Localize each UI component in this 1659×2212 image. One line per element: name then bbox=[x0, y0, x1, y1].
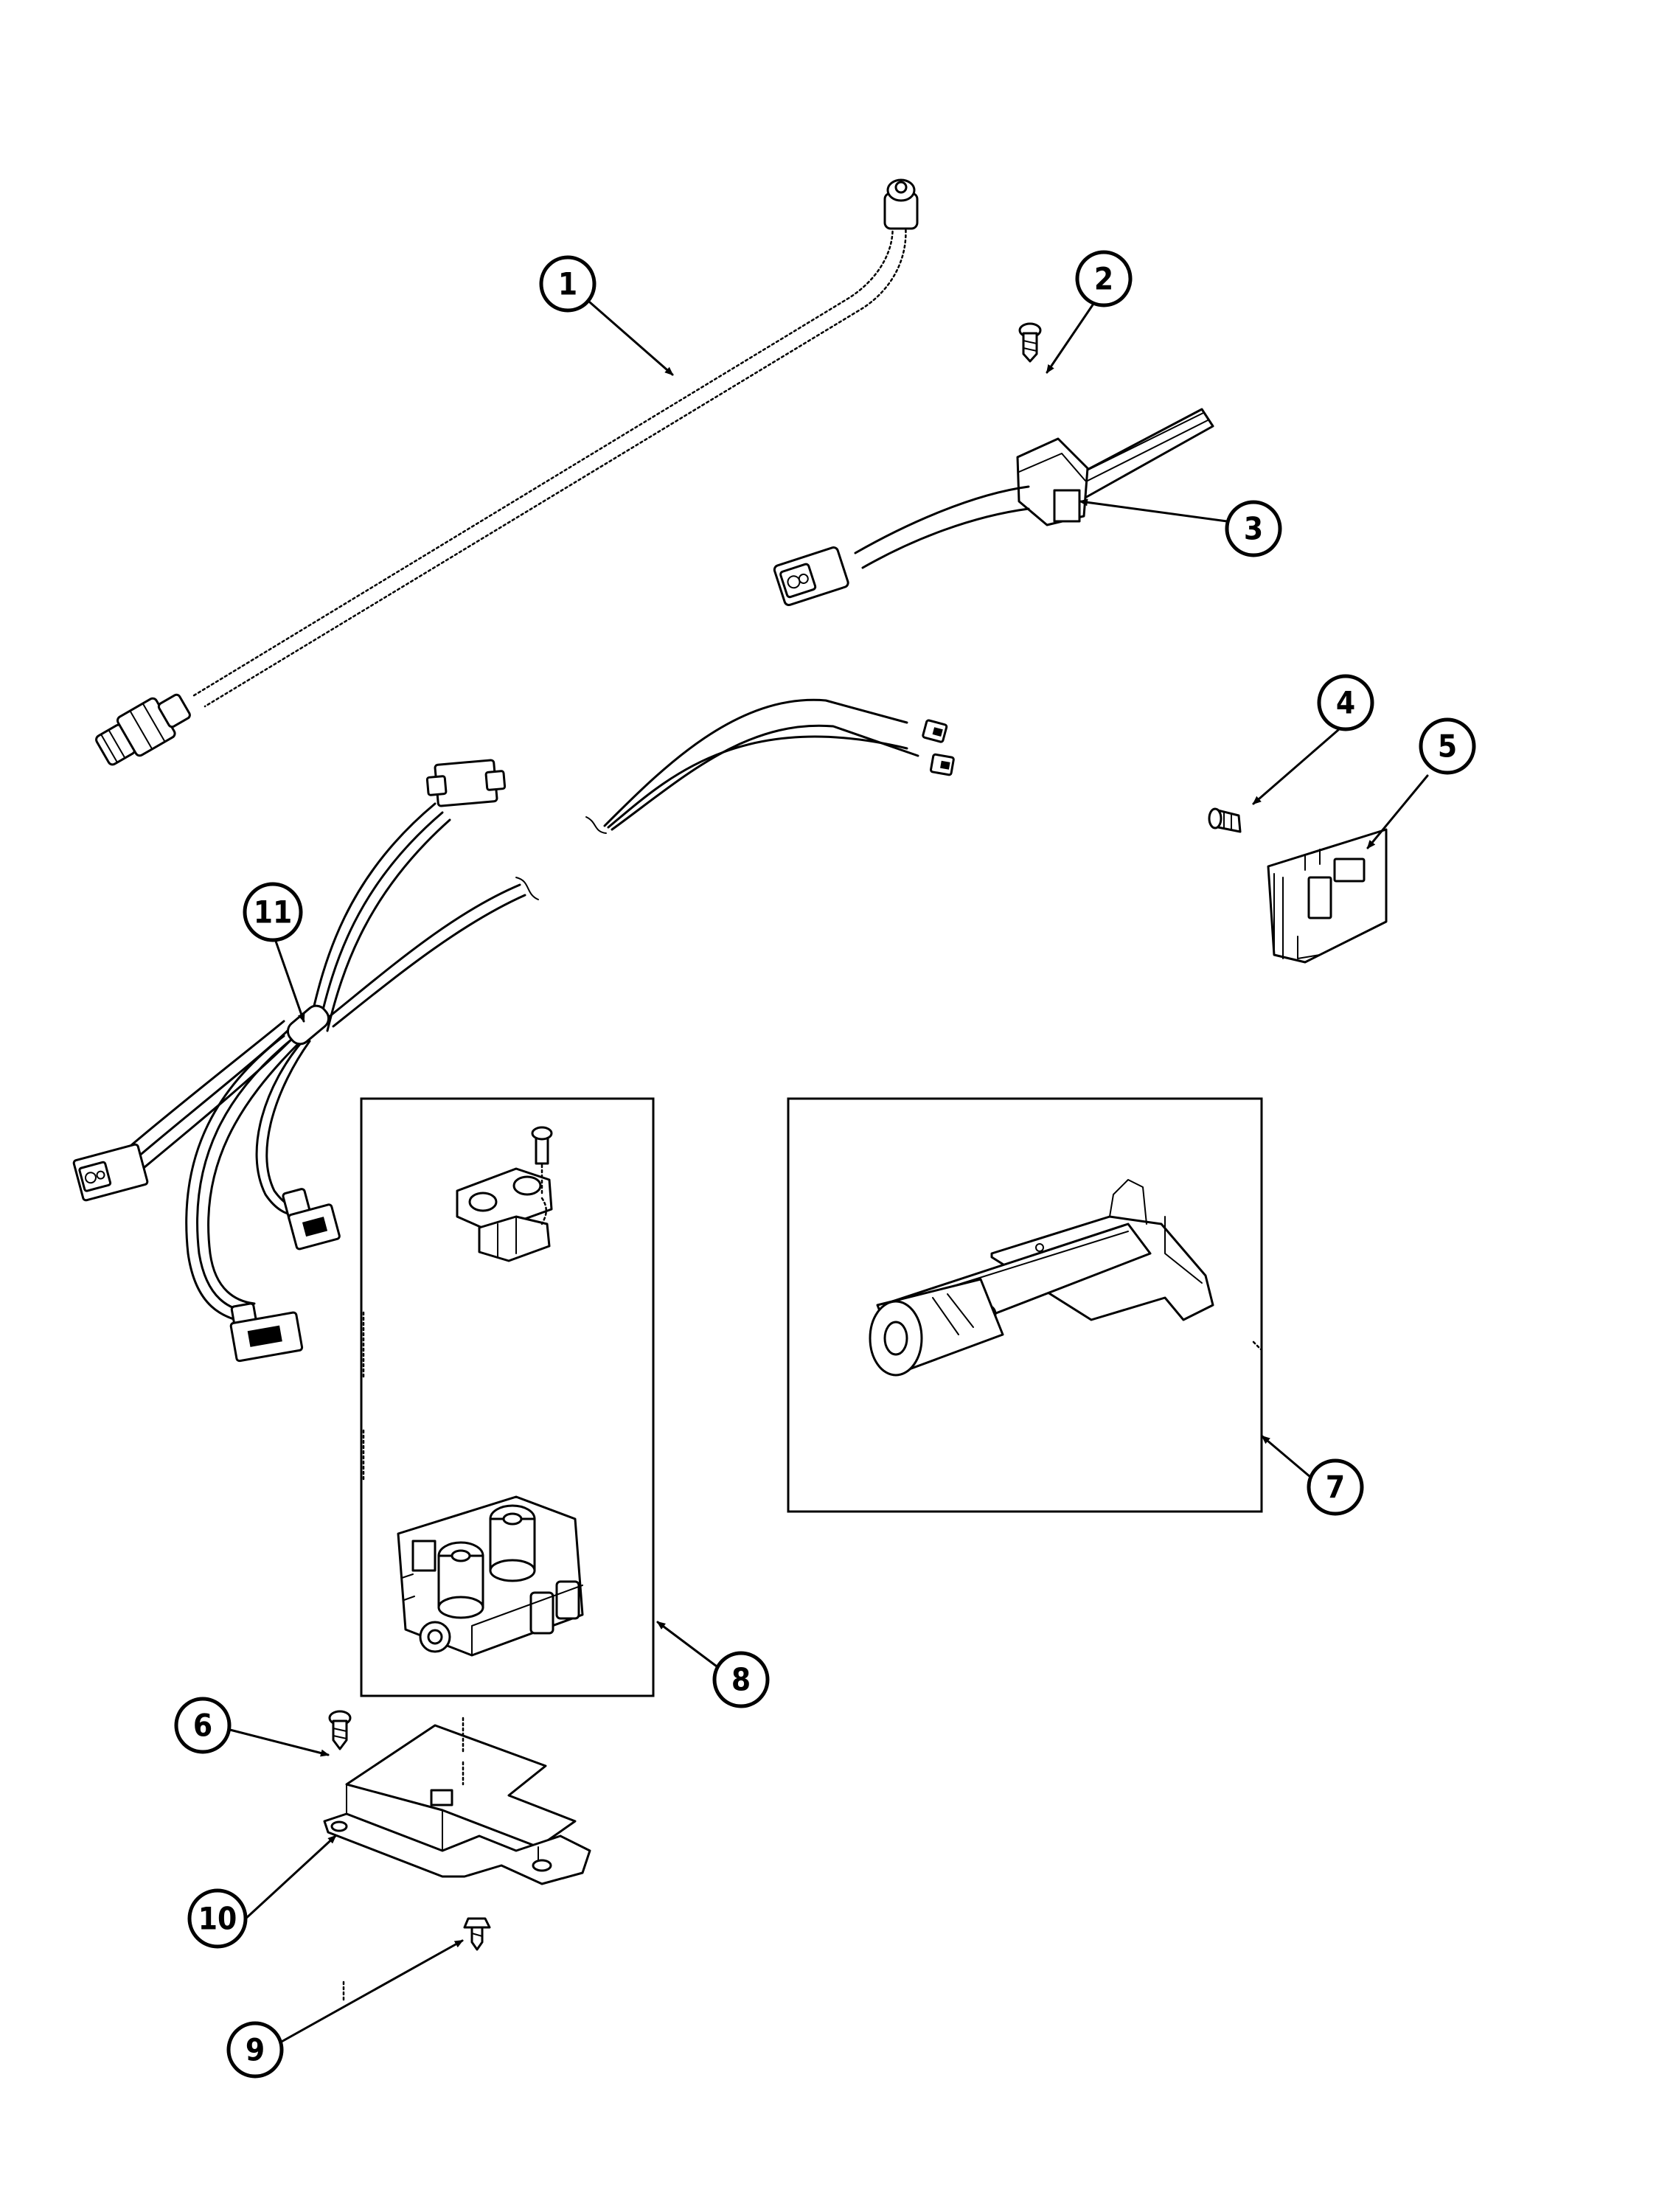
callout-5-label: 5 bbox=[1438, 728, 1457, 765]
leader-5 bbox=[1366, 774, 1429, 849]
callout-6-label: 6 bbox=[193, 1708, 212, 1744]
part-8-coil bbox=[456, 1126, 553, 1262]
callout-9: 9 bbox=[226, 2021, 284, 2079]
leader-1 bbox=[588, 301, 674, 376]
leader-lines bbox=[226, 301, 1429, 2044]
callout-11: 11 bbox=[243, 882, 303, 942]
callout-4-label: 4 bbox=[1336, 685, 1355, 721]
callout-9-label: 9 bbox=[246, 2032, 265, 2068]
leader-9 bbox=[279, 1939, 464, 2044]
leader-3 bbox=[1079, 498, 1228, 523]
part-9-screw bbox=[342, 1917, 491, 2001]
callout-3-label: 3 bbox=[1244, 511, 1263, 547]
callout-8: 8 bbox=[712, 1651, 770, 1708]
leader-11 bbox=[271, 931, 305, 1023]
leader-6 bbox=[226, 1728, 330, 1757]
part-5-bracket bbox=[1267, 828, 1388, 964]
part-1-sensor-wire bbox=[95, 178, 919, 766]
callout-11-label: 11 bbox=[254, 894, 293, 931]
part-2-screw bbox=[1018, 322, 1042, 363]
part-6-screw bbox=[328, 1710, 352, 1750]
callout-10-label: 10 bbox=[198, 1901, 237, 1937]
part-7-burner-assembly bbox=[787, 1097, 1263, 1513]
part-8-valve-body bbox=[397, 1495, 584, 1657]
part-10-bracket bbox=[323, 1717, 591, 1885]
leader-10 bbox=[242, 1834, 337, 1922]
leader-2 bbox=[1046, 302, 1095, 374]
callout-1-label: 1 bbox=[558, 266, 577, 302]
callout-1: 1 bbox=[539, 255, 597, 313]
callout-6: 6 bbox=[174, 1697, 232, 1754]
part-11-harness bbox=[72, 759, 539, 1363]
leader-4 bbox=[1252, 728, 1340, 805]
callout-7-label: 7 bbox=[1326, 1470, 1345, 1506]
leader-7 bbox=[1261, 1435, 1312, 1478]
leader-8 bbox=[656, 1621, 718, 1668]
part-4-screw bbox=[1208, 807, 1242, 833]
part-3-igniter bbox=[773, 408, 1214, 607]
callout-7: 7 bbox=[1307, 1458, 1364, 1516]
callout-2-label: 2 bbox=[1094, 261, 1113, 297]
callout-4: 4 bbox=[1317, 674, 1374, 731]
callout-10: 10 bbox=[187, 1888, 248, 1949]
part-8-valve-assembly bbox=[360, 1097, 655, 1697]
callout-8-label: 8 bbox=[731, 1662, 751, 1698]
callout-3: 3 bbox=[1225, 500, 1282, 557]
callout-5: 5 bbox=[1419, 717, 1476, 775]
wire-lead bbox=[585, 698, 955, 834]
callout-2: 2 bbox=[1075, 250, 1133, 307]
